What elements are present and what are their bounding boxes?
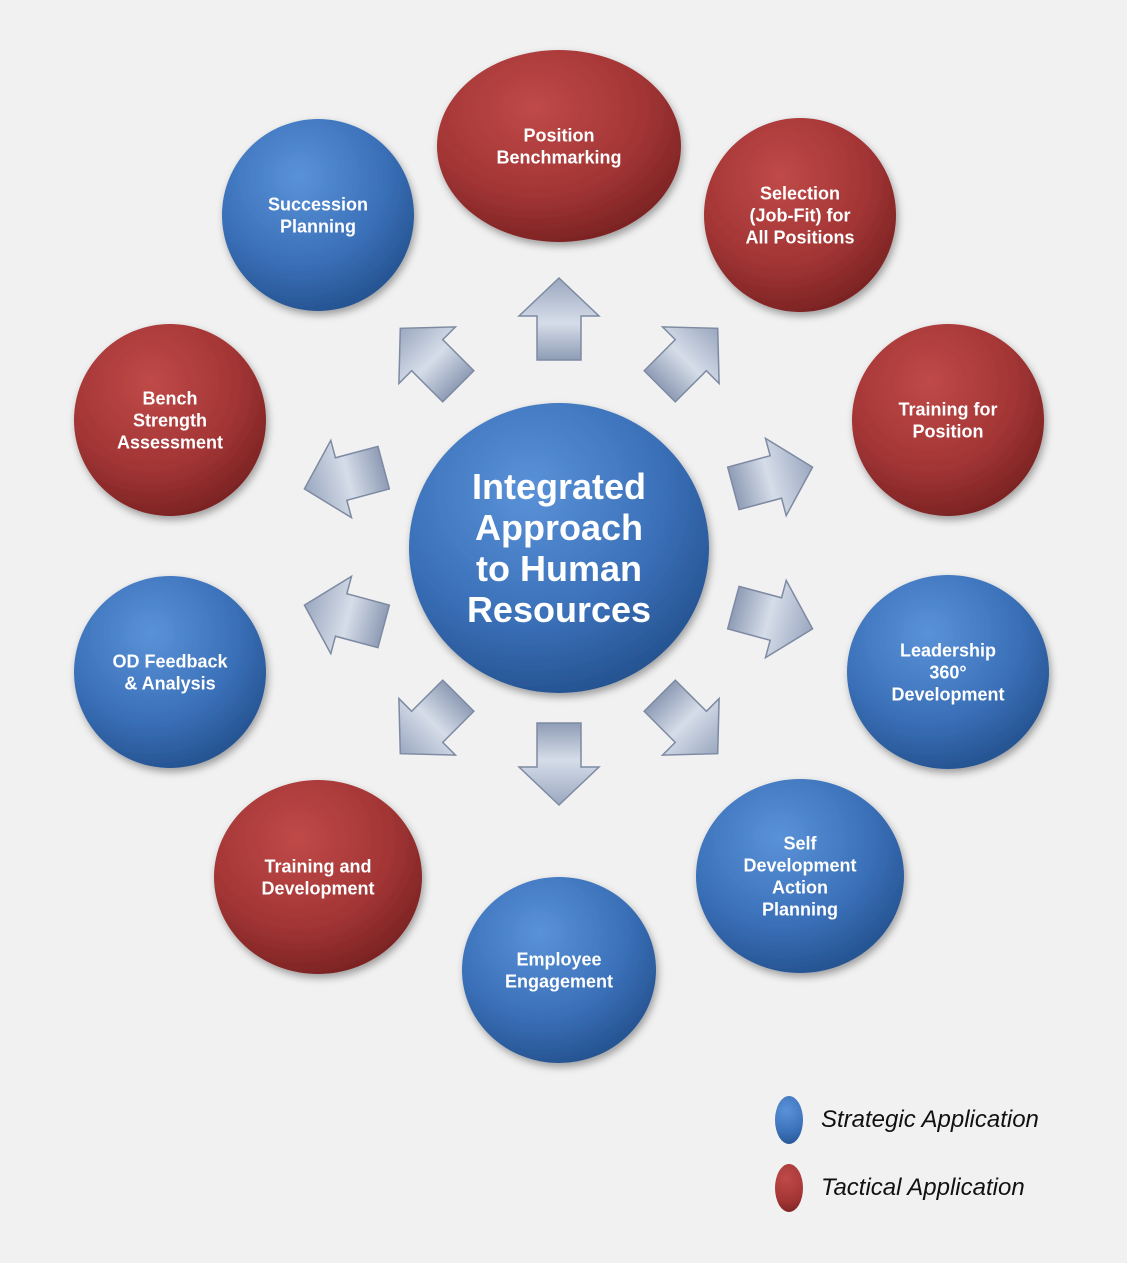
- legend-strategic-label: Strategic Application: [821, 1106, 1039, 1133]
- legend-tactical: Tactical Application: [775, 1164, 1025, 1212]
- node-od-feedback: OD Feedback& Analysis: [74, 576, 266, 768]
- node-od-feedback-circle: [74, 576, 266, 768]
- node-self-development-circle: [696, 779, 904, 973]
- arrow-to-bench-strength: [303, 438, 391, 520]
- arrow-to-leadership-360: [726, 578, 814, 660]
- center-node-label-line: Resources: [467, 589, 651, 630]
- node-position-benchmarking-circle: [437, 50, 681, 242]
- node-selection-job-fit-circle: [704, 118, 896, 312]
- center-node-label-line: Approach: [475, 507, 643, 548]
- node-training-and-development-circle: [214, 780, 422, 974]
- node-selection-job-fit-label-line: (Job-Fit) for: [750, 205, 851, 225]
- node-leadership-360-label-line: Leadership: [900, 640, 996, 660]
- node-leadership-360-label-line: Development: [891, 684, 1004, 704]
- node-selection-job-fit-label-line: Selection: [760, 183, 840, 203]
- node-employee-engagement-label-line: Engagement: [505, 971, 613, 991]
- arrow-to-position-benchmarking: [517, 276, 601, 361]
- arrow-to-self-development: [643, 679, 720, 756]
- node-bench-strength-label-line: Assessment: [117, 432, 223, 452]
- node-employee-engagement-label-line: Employee: [516, 949, 601, 969]
- node-employee-engagement-circle: [462, 877, 656, 1063]
- node-training-and-development-label-line: Development: [261, 878, 374, 898]
- center-node-circle: [409, 403, 709, 693]
- node-training-for-position-label-line: Training for: [899, 399, 998, 419]
- node-od-feedback-label-line: & Analysis: [124, 673, 215, 693]
- node-training-and-development-label-line: Training and: [264, 856, 371, 876]
- arrow-to-training-and-development: [398, 679, 475, 756]
- arrow-to-succession-planning: [398, 326, 475, 403]
- arrow-to-employee-engagement: [517, 722, 601, 807]
- node-succession-planning-label-line: Planning: [280, 216, 356, 236]
- node-self-development-label-line: Development: [743, 855, 856, 875]
- node-training-for-position-label-line: Position: [913, 421, 984, 441]
- node-training-for-position-circle: [852, 324, 1044, 516]
- legend-tactical-label: Tactical Application: [821, 1174, 1025, 1201]
- arrow-to-training-for-position: [726, 436, 814, 518]
- node-self-development-label-line: Action: [772, 877, 828, 897]
- node-self-development-label-line: Self: [783, 833, 817, 853]
- arrow-to-selection-job-fit: [643, 326, 720, 403]
- node-leadership-360-circle: [847, 575, 1049, 769]
- arrow-to-od-feedback: [303, 574, 391, 656]
- node-bench-strength-label-line: Bench: [142, 388, 197, 408]
- center-node-label-line: to Human: [476, 548, 642, 589]
- node-od-feedback-label-line: OD Feedback: [112, 651, 228, 671]
- node-succession-planning-label-line: Succession: [268, 194, 368, 214]
- node-position-benchmarking-label-line: Position: [524, 125, 595, 145]
- center-node-label-line: Integrated: [472, 466, 646, 507]
- arrows-layer: [303, 276, 814, 807]
- strategic-swatch: [775, 1096, 803, 1144]
- node-succession-planning-circle: [222, 119, 414, 311]
- node-self-development-label-line: Planning: [762, 899, 838, 919]
- node-bench-strength-circle: [74, 324, 266, 516]
- node-leadership-360-label-line: 360°: [929, 662, 966, 682]
- node-bench-strength-label-line: Strength: [133, 410, 207, 430]
- tactical-swatch: [775, 1164, 803, 1212]
- node-selection-job-fit-label-line: All Positions: [745, 227, 854, 247]
- node-position-benchmarking-label-line: Benchmarking: [496, 147, 621, 167]
- legend-strategic: Strategic Application: [775, 1096, 1039, 1144]
